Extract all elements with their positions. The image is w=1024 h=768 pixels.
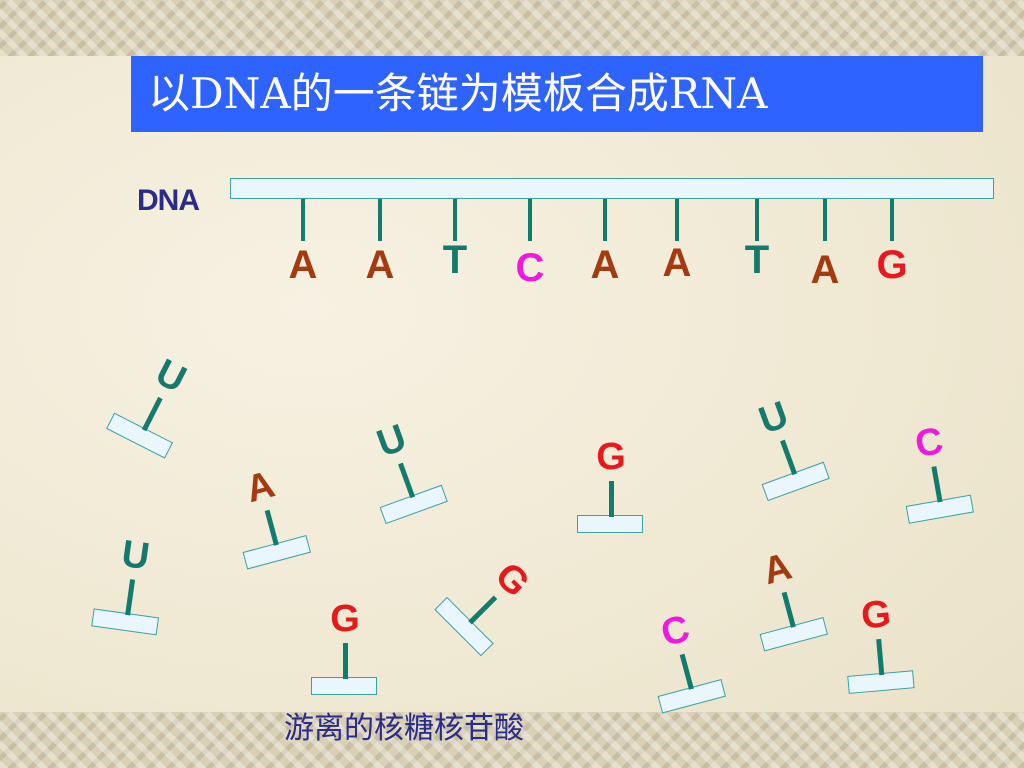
nucleotide-base: A xyxy=(241,463,280,512)
nucleotide-stem xyxy=(343,643,348,679)
base-stem xyxy=(890,199,894,241)
ribose-phosphate-bar xyxy=(379,484,448,525)
nucleotide-stem xyxy=(780,439,798,476)
template-base: T xyxy=(442,238,468,282)
nucleotide-stem xyxy=(264,509,279,546)
slide-title: 以DNA的一条链为模板合成RNA xyxy=(148,69,768,118)
nucleotide-stem xyxy=(141,396,163,432)
nucleotide-base: C xyxy=(912,419,947,467)
template-base: A xyxy=(662,241,692,285)
nucleotide-base: U xyxy=(753,393,794,443)
nucleotide-stem xyxy=(781,591,796,628)
nucleotide-base: C xyxy=(656,607,695,656)
nucleotide-base: U xyxy=(371,416,412,466)
free-nucleotides-caption: 游离的核糖核苷酸 xyxy=(284,711,524,746)
dna-template-strand xyxy=(230,178,994,199)
nucleotide-base: G xyxy=(859,593,893,638)
nucleotide-base: A xyxy=(758,545,797,594)
nucleotide-stem xyxy=(876,638,885,676)
base-stem xyxy=(453,199,457,241)
base-stem xyxy=(378,199,382,241)
nucleotide-stem xyxy=(468,595,498,625)
base-stem xyxy=(528,199,532,241)
decorative-bottom-border xyxy=(0,712,1024,768)
decorative-top-border xyxy=(0,0,1024,56)
nucleotide-stem xyxy=(679,653,694,690)
ribose-phosphate-bar xyxy=(311,677,377,695)
base-stem xyxy=(301,199,305,241)
title-banner xyxy=(131,56,983,132)
nucleotide-stem xyxy=(931,466,943,503)
base-stem xyxy=(755,199,759,241)
base-stem xyxy=(675,199,679,241)
template-base: C xyxy=(515,246,545,290)
template-base: A xyxy=(365,243,395,287)
base-stem xyxy=(603,199,607,241)
dna-label: DNA xyxy=(137,184,200,217)
nucleotide-stem xyxy=(398,462,416,499)
base-stem xyxy=(823,199,827,241)
nucleotide-base: U xyxy=(118,532,152,579)
template-base: A xyxy=(810,248,840,292)
template-base: A xyxy=(288,243,318,287)
template-base: T xyxy=(744,238,770,282)
template-base: A xyxy=(590,243,620,287)
nucleotide-stem xyxy=(125,579,136,616)
ribose-phosphate-bar xyxy=(761,461,830,502)
ribose-phosphate-bar xyxy=(106,412,174,459)
nucleotide-base: G xyxy=(330,598,360,640)
ribose-phosphate-bar xyxy=(577,515,643,533)
template-base: G xyxy=(876,243,908,287)
nucleotide-base: G xyxy=(596,436,626,478)
nucleotide-base: U xyxy=(149,351,193,402)
nucleotide-stem xyxy=(609,481,614,517)
